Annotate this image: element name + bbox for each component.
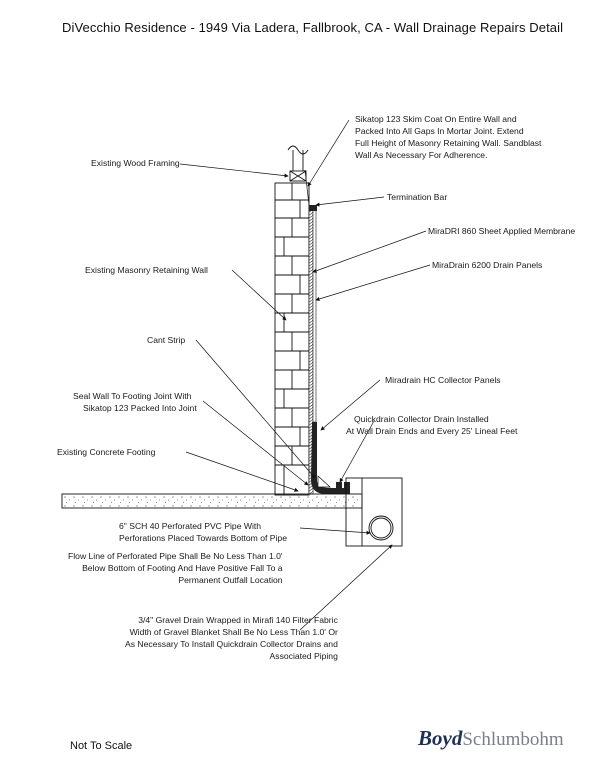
masonry-wall [274, 182, 310, 496]
callout-hc-collector: Miradrain HC Collector Panels [385, 375, 501, 385]
callout-miradri: MiraDRI 860 Sheet Applied Membrane [428, 226, 576, 236]
collector-panel [311, 422, 350, 494]
company-logo: BoydSchlumbohm [418, 726, 578, 764]
drainage-layers [304, 169, 317, 495]
concrete-footing [61, 493, 363, 509]
logo-secondary: Schlumbohm [462, 729, 564, 750]
callout-pvc-pipe: 6" SCH 40 Perforated PVC Pipe With Perfo… [119, 521, 287, 543]
callout-miradrain: MiraDrain 6200 Drain Panels [432, 260, 543, 270]
wood-framing [287, 145, 309, 182]
gravel-drain [345, 477, 403, 547]
callout-sikatop-skim: Sikatop 123 Skim Coat On Entire Wall and… [355, 114, 542, 160]
leader-lines [179, 119, 431, 631]
scale-note: Not To Scale [70, 740, 133, 752]
callout-masonry-wall: Existing Masonry Retaining Wall [85, 265, 208, 275]
callout-seal-wall: Seal Wall To Footing Joint With Sikatop … [73, 391, 197, 413]
callout-quickdrain: Quickdrain Collector Drain Installed At … [346, 414, 518, 436]
callout-termination-bar: Termination Bar [387, 192, 448, 202]
logo-primary: Boyd [418, 726, 463, 750]
callout-wood-framing: Existing Wood Framing [91, 158, 180, 168]
callout-flow-line: Flow Line of Perforated Pipe Shall Be No… [68, 551, 283, 585]
callout-concrete-footing: Existing Concrete Footing [57, 447, 156, 457]
drawing-title: DiVecchio Residence - 1949 Via Ladera, F… [62, 20, 564, 35]
callout-gravel: 3/4" Gravel Drain Wrapped in Mirafi 140 … [125, 615, 338, 661]
callout-cant-strip: Cant Strip [147, 335, 186, 345]
